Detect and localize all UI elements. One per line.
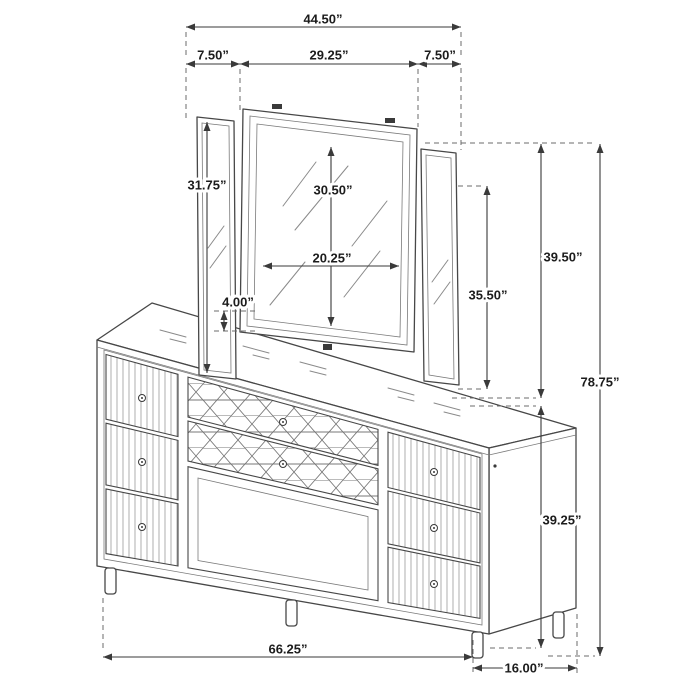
dim-left-panel-width-label: 7.50” <box>197 48 229 63</box>
foot-right-front <box>471 631 484 659</box>
dresser-side-face <box>488 427 577 635</box>
dim-glass-height-label: 30.50” <box>313 183 352 198</box>
mirror-right-panel-reflection <box>431 259 451 305</box>
dim-mirror-assembly-height: 39.50” <box>425 142 596 399</box>
foot-center <box>285 599 298 627</box>
dim-glass-width: 20.25” <box>263 248 399 270</box>
dim-dresser-height: 39.25” <box>470 405 585 649</box>
dim-glass-width-label: 20.25” <box>312 251 351 266</box>
center-drawer-column <box>187 376 379 602</box>
knob-center-2-dot <box>282 463 284 465</box>
dim-right-panel-height-label: 35.50” <box>468 288 507 303</box>
dim-glass-height: 30.50” <box>310 147 356 326</box>
dim-frame-bottom-label: 4.00” <box>222 295 254 310</box>
left-drawer-column <box>105 353 179 567</box>
mirror-assembly <box>196 104 460 386</box>
dim-mirror-assembly-height-label: 39.50” <box>543 250 582 265</box>
dim-dresser-width-label: 66.25” <box>268 642 307 657</box>
knob-left-2-dot <box>141 461 143 463</box>
dim-left-panel-height-label: 31.75” <box>187 178 226 193</box>
mirror-left-panel <box>196 116 237 380</box>
dim-dresser-height-label: 39.25” <box>542 513 581 528</box>
dim-left-panel-height: 31.75” <box>184 122 230 373</box>
mirror-left-panel-reflection <box>207 225 227 269</box>
dim-overall-width: 44.50” <box>185 9 462 150</box>
side-face-detail-dot <box>493 464 497 468</box>
knob-left-3-dot <box>141 526 143 528</box>
knob-right-2-dot <box>433 527 435 529</box>
top-surface-marks <box>159 329 461 417</box>
drawer-center-3-inner-border <box>197 477 369 591</box>
mirror-right-panel-glass <box>425 154 455 380</box>
dim-right-panel-height: 35.50” <box>458 185 511 390</box>
mirror-center-mid-frame <box>246 115 411 346</box>
mirror-right-panel <box>420 148 460 386</box>
right-drawer-column <box>387 431 481 620</box>
mirror-right-panel-frame <box>420 148 460 386</box>
dim-total-height: 78.75” <box>548 144 623 657</box>
knob-center-1-dot <box>282 421 284 423</box>
dim-overall-width-label: 44.50” <box>303 12 342 27</box>
knob-right-1-dot <box>433 471 435 473</box>
dresser-face-frame <box>103 349 483 626</box>
mirror-bottom-support <box>323 344 332 350</box>
foot-right-back <box>552 611 565 639</box>
dresser-top-slab-edge <box>96 346 577 456</box>
mirror-center-glass <box>253 123 404 338</box>
dim-total-height-label: 78.75” <box>580 375 619 390</box>
foot-left <box>104 567 117 595</box>
dim-dresser-depth: 16.00” <box>473 614 578 679</box>
mirror-top-bracket-left <box>272 104 282 109</box>
mirror-center <box>239 104 418 353</box>
mirror-top-bracket-right <box>385 118 395 123</box>
knob-right-3-dot <box>433 583 435 585</box>
mirror-center-reflection <box>269 161 388 306</box>
dim-panel-widths: 7.50” 29.25” 7.50” <box>186 45 461 127</box>
dresser-feet <box>104 567 565 659</box>
dim-dresser-depth-label: 16.00” <box>504 661 543 676</box>
mirror-left-panel-glass <box>201 122 232 374</box>
dim-right-panel-width-label: 7.50” <box>424 48 456 63</box>
dim-frame-bottom: 4.00” <box>214 292 257 332</box>
knob-left-1-dot <box>141 397 143 399</box>
dim-mirror-width-label: 29.25” <box>309 48 348 63</box>
dresser-body <box>96 302 577 659</box>
mirror-center-outer-frame <box>239 108 418 353</box>
